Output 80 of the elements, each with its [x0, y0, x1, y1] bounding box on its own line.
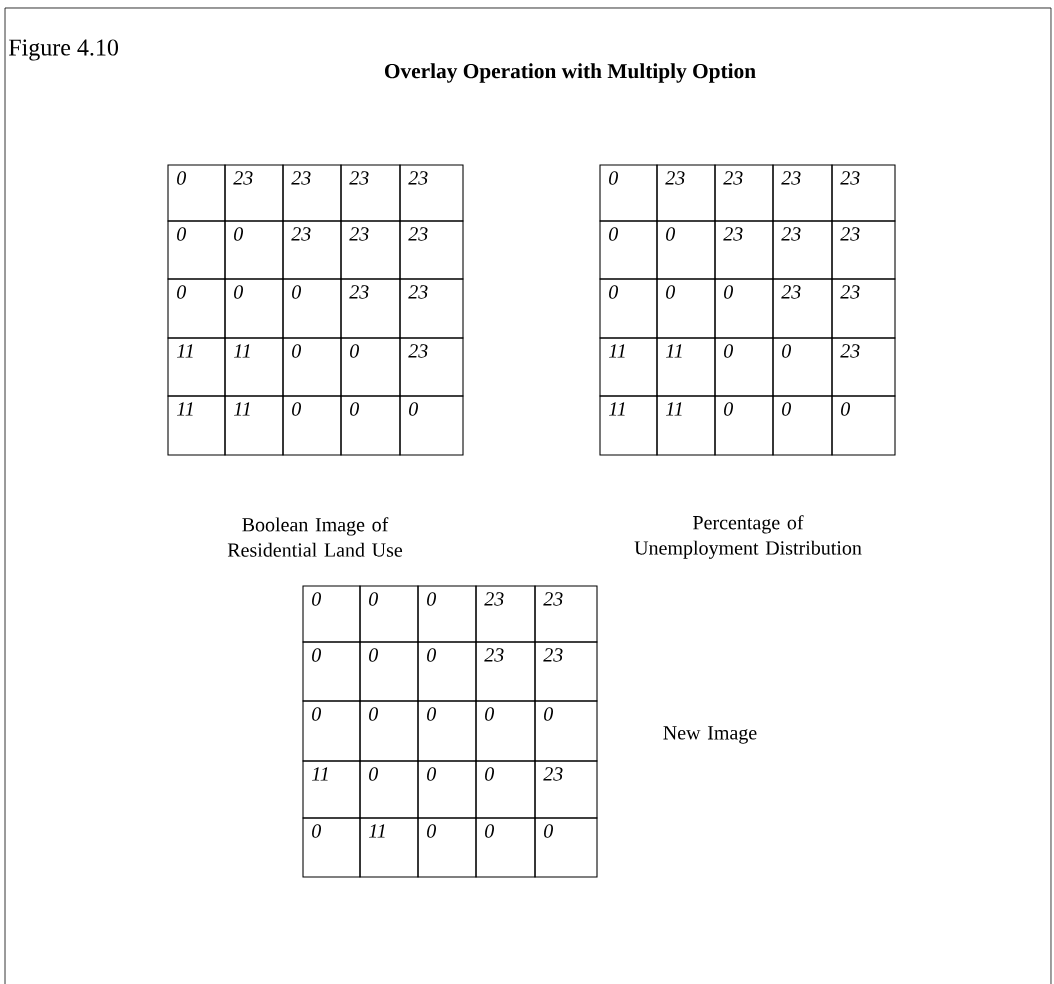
table-cell: 23: [475, 585, 536, 643]
table-cell: 23: [831, 164, 896, 222]
table-cell: 0: [399, 395, 464, 456]
table-cell: 0: [417, 760, 477, 819]
table-cell: 23: [534, 760, 598, 819]
caption: New Image: [663, 726, 757, 744]
table-cell: 0: [417, 817, 477, 878]
table-cell: 23: [714, 220, 774, 280]
table-cell: 11: [656, 337, 716, 397]
table-cell: 23: [282, 220, 342, 280]
table-cell: 0: [359, 585, 419, 643]
table-cell: 23: [772, 278, 833, 339]
table-cell: 0: [302, 641, 361, 702]
table-cell: 23: [772, 220, 833, 280]
table-cell: 0: [167, 220, 226, 280]
table-cell: 0: [656, 278, 716, 339]
table-cell: 0: [302, 700, 361, 762]
table-cell: 0: [475, 817, 536, 878]
table-cell: 0: [714, 337, 774, 397]
table-cell: 11: [224, 337, 284, 397]
caption: Boolean Image of Residential Land Use: [227, 517, 403, 557]
table-cell: 0: [282, 278, 342, 339]
table-cell: 0: [599, 220, 658, 280]
table-cell: 0: [359, 700, 419, 762]
table-cell: 23: [534, 585, 598, 643]
table-cell: 23: [475, 641, 536, 702]
table-cell: 0: [417, 641, 477, 702]
table-cell: 11: [167, 337, 226, 397]
table-cell: 23: [282, 164, 342, 222]
table-cell: 0: [656, 220, 716, 280]
table-cell: 11: [302, 760, 361, 819]
table-cell: 23: [340, 164, 401, 222]
title: Overlay Operation with Multiply Option: [384, 63, 756, 83]
table-cell: 0: [714, 395, 774, 456]
table-cell: 0: [340, 395, 401, 456]
table-cell: 23: [534, 641, 598, 702]
table-cell: 0: [167, 164, 226, 222]
table-cell: 23: [399, 220, 464, 280]
table-cell: 0: [534, 700, 598, 762]
table-cell: 23: [831, 337, 896, 397]
caption: Percentage of Unemployment Distribution: [634, 515, 862, 559]
table-cell: 0: [302, 585, 361, 643]
table-cell: 0: [714, 278, 774, 339]
table-cell: 0: [599, 164, 658, 222]
table-cell: 0: [224, 278, 284, 339]
table-cell: 11: [599, 337, 658, 397]
table-cell: 0: [282, 395, 342, 456]
table-cell: 0: [167, 278, 226, 339]
figure-number: Figure 4.10: [8, 39, 118, 61]
table-cell: 0: [772, 395, 833, 456]
table-cell: 23: [831, 278, 896, 339]
table-cell: 11: [656, 395, 716, 456]
table-cell: 0: [475, 760, 536, 819]
table-cell: 23: [714, 164, 774, 222]
table-cell: 23: [399, 337, 464, 397]
table-cell: 0: [831, 395, 896, 456]
table-cell: 0: [224, 220, 284, 280]
table-cell: 0: [417, 700, 477, 762]
table-cell: 0: [599, 278, 658, 339]
table-cell: 11: [224, 395, 284, 456]
table-cell: 0: [302, 817, 361, 878]
table-cell: 23: [831, 220, 896, 280]
table-cell: 23: [340, 278, 401, 339]
table-cell: 11: [359, 817, 419, 878]
table-cell: 23: [399, 278, 464, 339]
table-cell: 0: [340, 337, 401, 397]
table-cell: 23: [340, 220, 401, 280]
table-cell: 0: [475, 700, 536, 762]
table-cell: 11: [599, 395, 658, 456]
table-cell: 23: [399, 164, 464, 222]
table-cell: 23: [656, 164, 716, 222]
table-cell: 0: [282, 337, 342, 397]
table-cell: 23: [224, 164, 284, 222]
table-cell: 0: [772, 337, 833, 397]
table-cell: 11: [167, 395, 226, 456]
table-cell: 0: [359, 760, 419, 819]
table-cell: 23: [772, 164, 833, 222]
table-cell: 0: [417, 585, 477, 643]
table-cell: 0: [534, 817, 598, 878]
table-cell: 0: [359, 641, 419, 702]
